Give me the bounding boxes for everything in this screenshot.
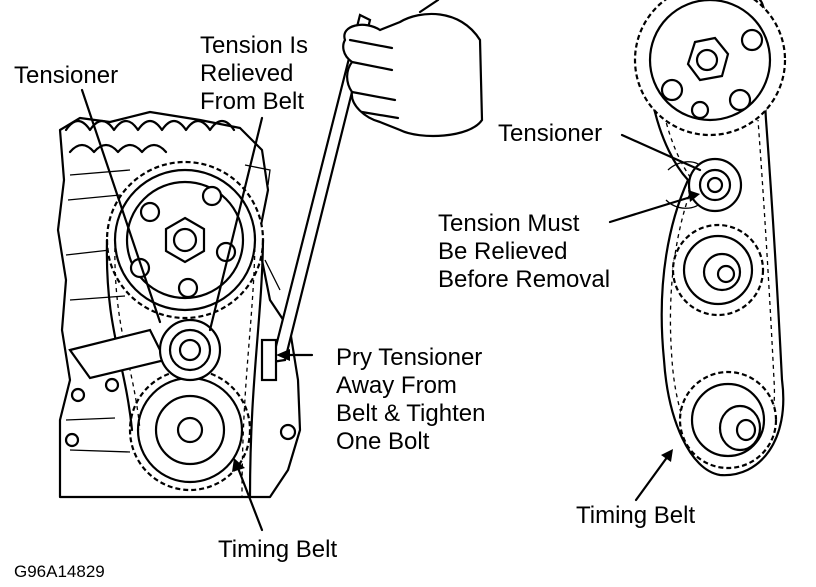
relief-label: Tension Is Relieved From Belt — [200, 32, 309, 115]
timing-belt-label-left: Timing Belt — [218, 536, 338, 563]
tensioner-pulley-left — [68, 318, 222, 382]
belt-routing-view — [608, 0, 787, 502]
crankshaft-sprocket-right — [678, 370, 778, 470]
leader-tensioner-left — [80, 88, 162, 324]
removal-label: Tension Must Be Relieved Before Removal — [438, 210, 611, 293]
camshaft-sprocket — [105, 160, 265, 320]
tensioner-pulley-right — [665, 157, 743, 213]
tensioner-label-right: Tensioner — [498, 120, 603, 147]
tensioner-label-left: Tensioner — [14, 62, 119, 89]
leader-belt-right — [634, 454, 670, 502]
pry-label: Pry Tensioner Away From Belt & Tighten O… — [336, 344, 486, 455]
figure-code: G96A14829 — [14, 562, 105, 581]
leader-removal — [608, 194, 696, 224]
leader-belt-left — [236, 466, 264, 532]
intermediate-sprocket — [671, 223, 765, 317]
timing-belt-label-right: Timing Belt — [576, 502, 696, 529]
engine-front-view — [56, 0, 484, 532]
hand-illustration — [342, 0, 484, 138]
crankshaft-sprocket — [128, 368, 252, 492]
camshaft-sprocket-right — [633, 0, 787, 137]
leader-tensioner-right — [620, 133, 702, 172]
leader-relief — [208, 116, 264, 332]
timing-belt-right — [646, 0, 785, 477]
pry-bar — [260, 13, 372, 382]
